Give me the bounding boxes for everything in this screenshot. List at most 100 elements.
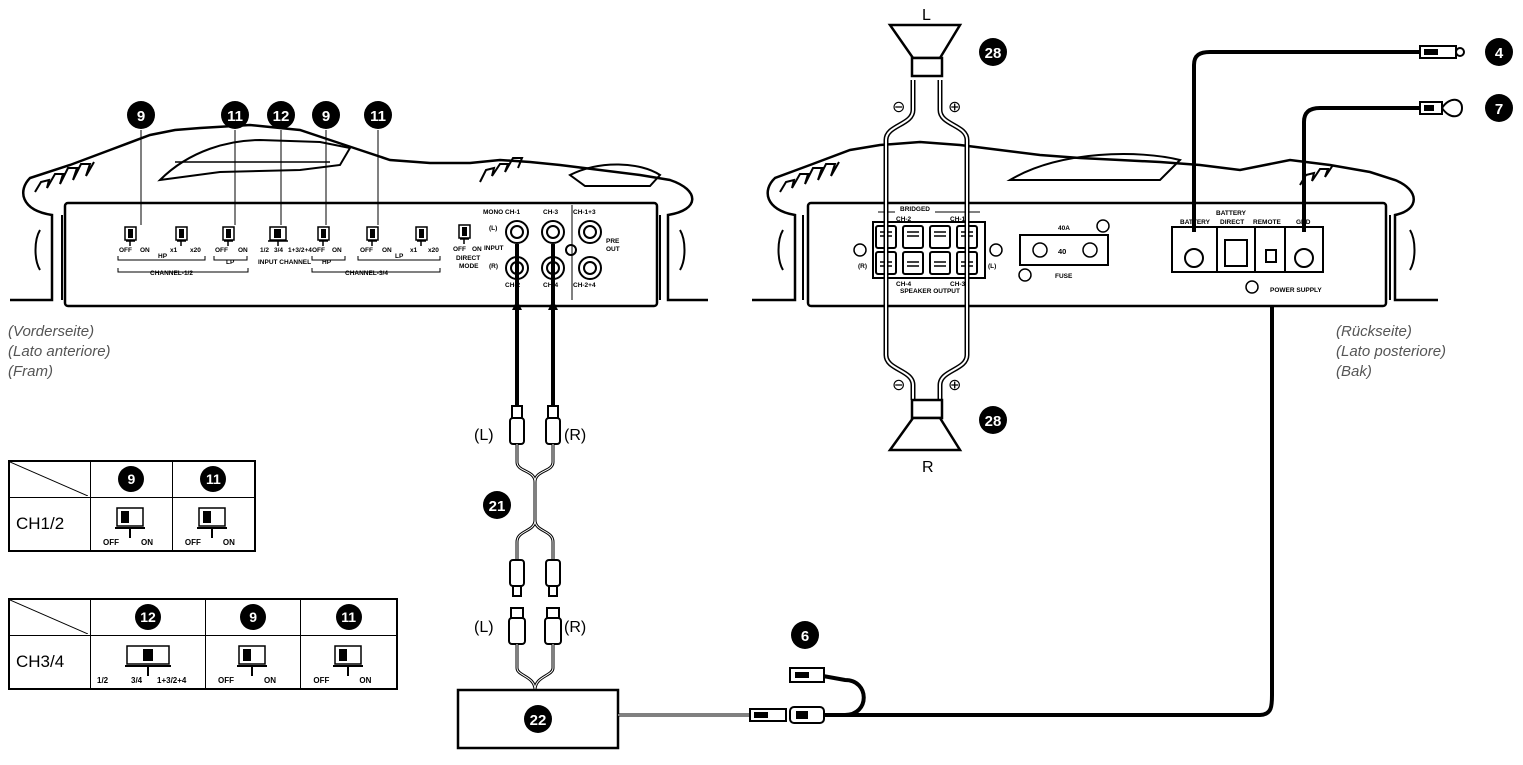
power-supply-label: POWER SUPPLY <box>1270 287 1322 294</box>
gain-switch-ch12-x20: x20 <box>190 247 201 254</box>
callout-badge <box>127 101 155 129</box>
channel34-label: CHANNEL-3/4 <box>345 270 388 277</box>
source-unit: 22 <box>456 688 620 750</box>
direct-switch-off: OFF <box>453 246 466 253</box>
speaker-cables <box>883 80 970 400</box>
rear-caption-sv: (Bak) <box>1336 363 1372 380</box>
callout-badge <box>483 491 511 519</box>
remote-label: REMOTE <box>1253 219 1281 226</box>
lp-switch-ch34: OFF ON <box>360 226 392 254</box>
speaker-left-label: L <box>922 7 931 24</box>
front-caption-it: (Lato anteriore) <box>8 343 111 360</box>
callout-lp-ch34: 11 <box>370 108 386 125</box>
rca-l-bottom: (L) <box>474 619 494 636</box>
callout-badge <box>364 101 392 129</box>
callout-speaker-left: 28 <box>985 45 1002 62</box>
rca-r-bottom: (R) <box>564 619 586 636</box>
fuse-value: 40 <box>1058 247 1066 256</box>
ch4-label: CH-4 <box>543 282 559 289</box>
input-label: INPUT <box>484 245 504 252</box>
table-ch12-sw1-on: ON <box>141 538 153 547</box>
speaker-left-minus: ⊖ <box>892 99 905 116</box>
lp-switch-ch12-on: ON <box>238 247 248 254</box>
fuse-label: FUSE <box>1055 273 1073 280</box>
rear-ch2-label: CH-2 <box>896 216 912 223</box>
table-ch34-col-2: 9 <box>204 598 302 636</box>
rca-cable: (L) (R) (L) (R) 21 <box>474 244 586 691</box>
rear-caption-de: (Rückseite) <box>1336 323 1412 340</box>
callout-badge <box>979 38 1007 66</box>
table-ch12-sw2-off: OFF <box>184 538 201 547</box>
callout-remote-wire: 6 <box>801 628 809 645</box>
callout-badge: 11 <box>200 466 227 493</box>
lp-label-ch34: LP <box>395 253 404 260</box>
direct-mode-label-1: DIRECT <box>456 255 480 262</box>
rear-caption-it: (Lato posteriore) <box>1336 343 1447 360</box>
speaker-left: L ⊖ ⊕ 28 <box>887 7 1007 116</box>
gain-switch-ch12: x1 x20 <box>170 226 201 254</box>
power-wires: 4 7 <box>1192 38 1513 232</box>
switch-graphic <box>332 645 363 676</box>
bridged-label: BRIDGED <box>900 206 930 213</box>
callout-hp-ch34: 9 <box>322 108 330 125</box>
remote-wire: 6 <box>618 258 1274 724</box>
gain-switch-ch12-x1: x1 <box>170 247 178 254</box>
callout-badge <box>791 621 819 649</box>
input-channel-switch: 1/2 3/4 1+3/2+4 <box>260 226 312 254</box>
rca-l-top: (L) <box>474 427 494 444</box>
table-ch12-sw1-off: OFF <box>103 538 119 547</box>
table-ch34-sw1-12: 1/2 <box>97 676 109 685</box>
rca-r-top: (R) <box>564 427 586 444</box>
rear-ch3-label: CH-3 <box>950 281 966 288</box>
ch24-label: CH-2+4 <box>573 282 596 289</box>
callout-input-channel: 12 <box>273 108 290 125</box>
table-ch34-switch-3: OFF ON <box>300 634 398 690</box>
table-ch34-sw3-off: OFF <box>313 676 330 685</box>
lp-switch-ch34-on: ON <box>382 247 392 254</box>
rear-r-label: (R) <box>858 263 867 270</box>
callout-badge <box>1485 94 1513 122</box>
callout-badge <box>312 101 340 129</box>
fuse-rating: 40A <box>1058 225 1070 232</box>
table-ch34-sw1-34: 3/4 <box>131 676 143 685</box>
table-ch34-switch-2: OFF ON <box>204 634 302 690</box>
gain-switch-ch34: x1 x20 <box>410 226 439 254</box>
switch-graphic <box>237 645 268 676</box>
lp-switch-ch12: OFF ON <box>215 226 248 254</box>
direct-switch-on: ON <box>472 246 482 253</box>
speaker-output-label: SPEAKER OUTPUT <box>900 288 960 295</box>
gain-switch-ch34-x20: x20 <box>428 247 439 254</box>
table-ch34-sw1-1324: 1+3/2+4 <box>157 676 187 685</box>
callout-badge: 9 <box>240 604 267 631</box>
callout-hp-ch12: 9 <box>137 108 145 125</box>
table-ch34-row-label: CH3/4 <box>8 634 91 690</box>
rear-caption: (Rückseite) (Lato posteriore) (Bak) <box>1336 322 1446 382</box>
direct-mode-switch: OFF ON DIRECT MODE <box>453 224 482 270</box>
callout-badge <box>524 705 552 733</box>
hp-switch-ch12: OFF ON <box>119 226 150 254</box>
input-channel-label: INPUT CHANNEL <box>258 259 311 266</box>
ch3-label: CH-3 <box>543 209 559 216</box>
battery-direct-label-2: DIRECT <box>1220 219 1244 226</box>
hp-switch-ch12-off: OFF <box>119 247 132 254</box>
lp-switch-ch12-off: OFF <box>215 247 228 254</box>
hp-switch-ch34-on: ON <box>332 247 342 254</box>
table-ch12-switch-2: OFF ON <box>171 496 256 552</box>
speaker-right: R ⊖ ⊕ 28 <box>887 377 1007 476</box>
hp-label-ch34: HP <box>322 259 332 266</box>
power-terminals <box>1171 226 1324 273</box>
rear-l-label: (L) <box>988 263 996 270</box>
callout-badge <box>221 101 249 129</box>
table-ch12-row-label: CH1/2 <box>8 496 91 552</box>
channel12-label: CHANNEL-1/2 <box>150 270 193 277</box>
front-caption-sv: (Fram) <box>8 363 53 380</box>
callout-badge: 9 <box>118 466 145 493</box>
ch1-label: CH-1 <box>505 209 521 216</box>
input-l-label: (L) <box>489 225 497 232</box>
speaker-left-plus: ⊕ <box>948 99 961 116</box>
ch13-label: CH-1+3 <box>573 209 596 216</box>
table-ch34-col-1: 12 <box>90 598 206 636</box>
table-ch34-sw2-on: ON <box>264 676 276 685</box>
pre-out-label-1: PRE <box>606 238 620 245</box>
